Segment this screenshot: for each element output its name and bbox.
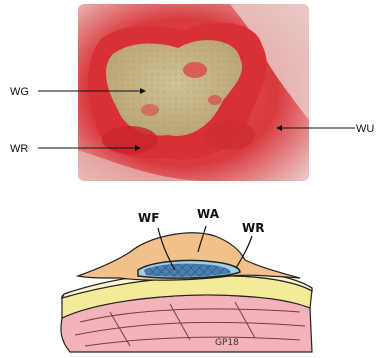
wf-label: WF: [138, 211, 159, 225]
artist-signature: GP18: [215, 338, 239, 348]
wa-label: WA: [197, 207, 220, 221]
wr-sketch-label: WR: [242, 221, 264, 235]
